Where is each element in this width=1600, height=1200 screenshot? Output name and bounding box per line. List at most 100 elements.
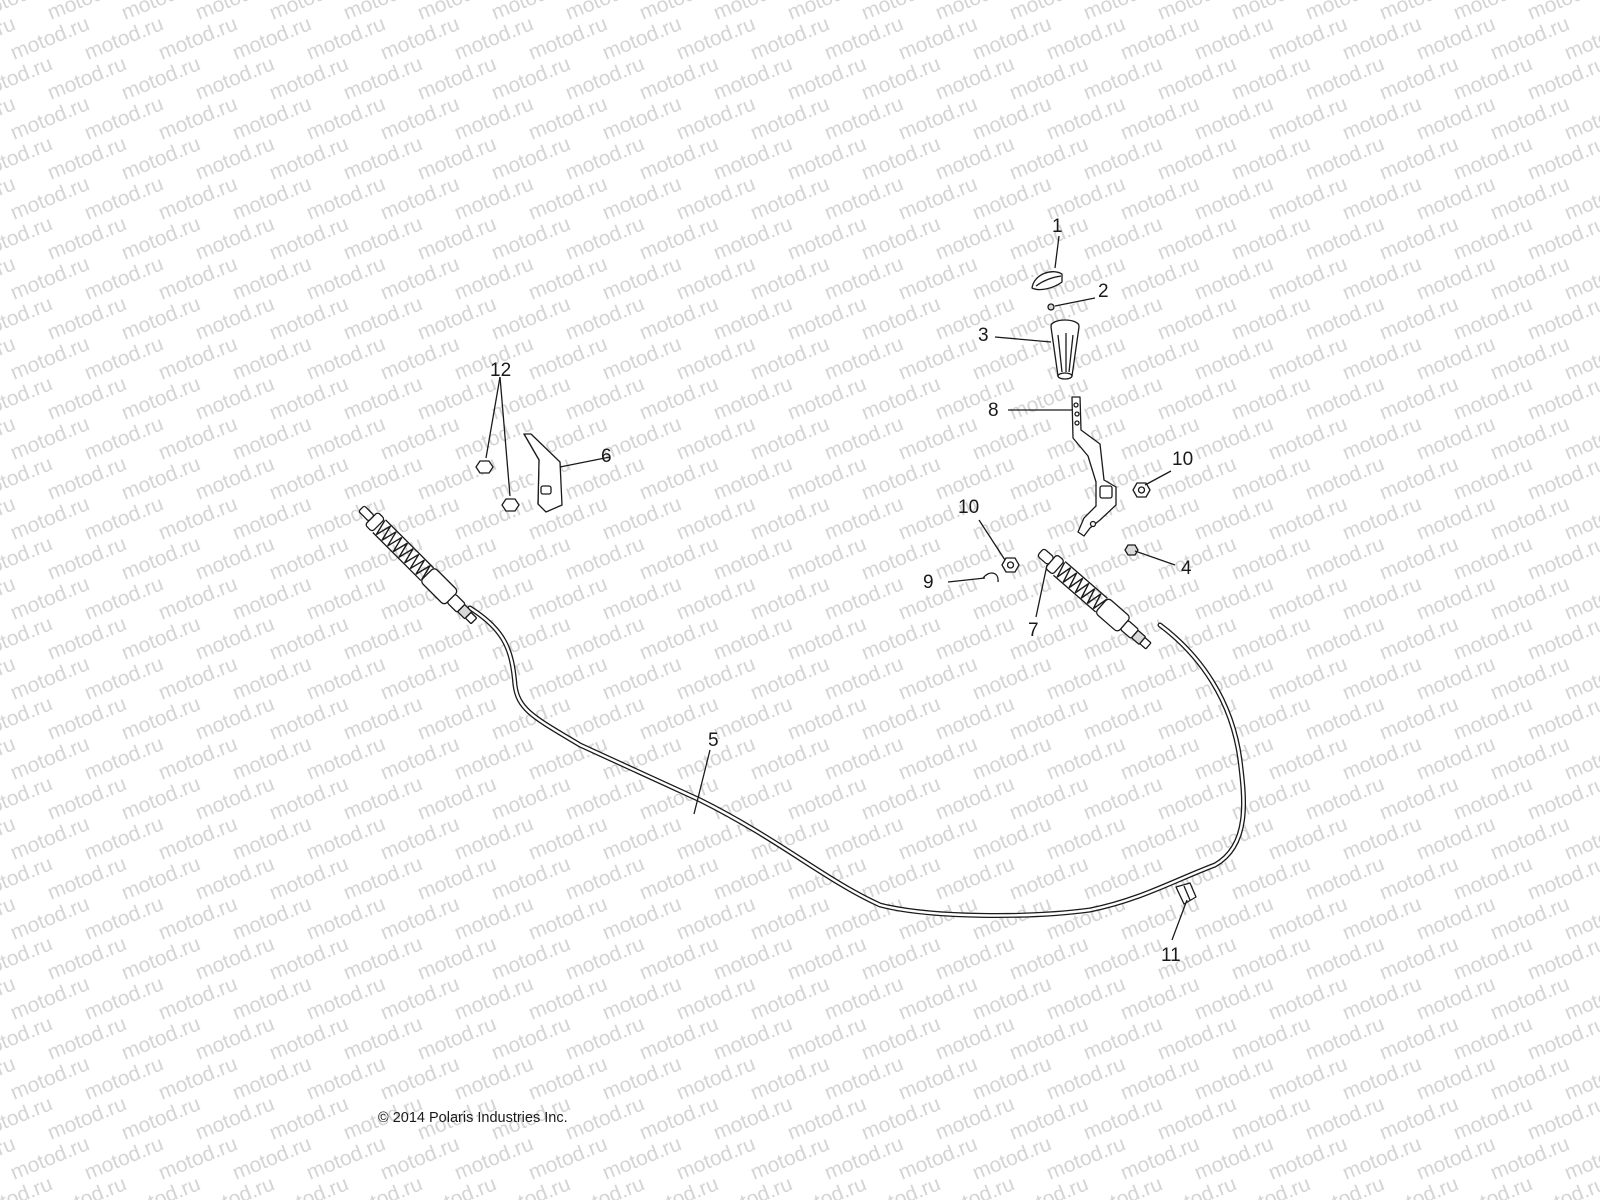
watermark-text: motod.ru bbox=[1487, 572, 1572, 624]
watermark-text: motod.ru bbox=[1413, 812, 1498, 864]
watermark-text: motod.ru bbox=[1265, 12, 1350, 64]
watermark-text: motod.ru bbox=[673, 92, 758, 144]
watermark-text: motod.ru bbox=[451, 252, 536, 304]
watermark-text: motod.ru bbox=[784, 1012, 869, 1064]
knob-cap[interactable] bbox=[1031, 271, 1063, 291]
watermark-text: motod.ru bbox=[1006, 52, 1091, 104]
watermark-text: motod.ru bbox=[784, 772, 869, 824]
watermark-text: motod.ru bbox=[414, 212, 499, 264]
watermark-text: motod.ru bbox=[1339, 92, 1424, 144]
cable-cap[interactable] bbox=[1175, 882, 1197, 905]
watermark-text: motod.ru bbox=[81, 892, 166, 944]
cable-bracket[interactable] bbox=[523, 433, 563, 513]
watermark-text: motod.ru bbox=[1376, 452, 1461, 504]
watermark-text: motod.ru bbox=[1265, 732, 1350, 784]
nut-upper[interactable] bbox=[1132, 482, 1151, 498]
watermark-text: motod.ru bbox=[636, 52, 721, 104]
watermark-text: motod.ru bbox=[1043, 812, 1128, 864]
watermark-text: motod.ru bbox=[1487, 332, 1572, 384]
watermark-text: motod.ru bbox=[1265, 172, 1350, 224]
watermark-text: motod.ru bbox=[858, 1012, 943, 1064]
watermark-text: motod.ru bbox=[266, 372, 351, 424]
watermark-text: motod.ru bbox=[229, 252, 314, 304]
watermark-text: motod.ru bbox=[673, 812, 758, 864]
watermark-text: motod.ru bbox=[1302, 1012, 1387, 1064]
watermark-text: motod.ru bbox=[1080, 532, 1165, 584]
watermark-text: motod.ru bbox=[303, 1052, 388, 1104]
watermark-text: motod.ru bbox=[747, 1132, 832, 1184]
watermark-text: motod.ru bbox=[599, 812, 684, 864]
watermark-text: motod.ru bbox=[44, 132, 129, 184]
watermark-text: motod.ru bbox=[414, 932, 499, 984]
watermark-text: motod.ru bbox=[599, 652, 684, 704]
watermark-text: motod.ru bbox=[1265, 332, 1350, 384]
watermark-text: motod.ru bbox=[562, 132, 647, 184]
watermark-text: motod.ru bbox=[1154, 52, 1239, 104]
watermark-text: motod.ru bbox=[932, 292, 1017, 344]
watermark-text: motod.ru bbox=[969, 12, 1054, 64]
watermark-text: motod.ru bbox=[1228, 692, 1313, 744]
watermark-text: motod.ru bbox=[1376, 532, 1461, 584]
watermark-text: motod.ru bbox=[44, 692, 129, 744]
watermark-text: motod.ru bbox=[1043, 12, 1128, 64]
watermark-text: motod.ru bbox=[7, 252, 92, 304]
watermark-text: motod.ru bbox=[1154, 372, 1239, 424]
watermark-text: motod.ru bbox=[710, 532, 795, 584]
watermark-text: motod.ru bbox=[81, 492, 166, 544]
callout-6: 6 bbox=[601, 446, 612, 467]
watermark-text: motod.ru bbox=[747, 172, 832, 224]
watermark-text: motod.ru bbox=[1339, 732, 1424, 784]
shift-cable[interactable] bbox=[467, 605, 1247, 918]
watermark-text: motod.ru bbox=[451, 972, 536, 1024]
watermark-text: motod.ru bbox=[562, 772, 647, 824]
lock-nut[interactable] bbox=[1124, 544, 1139, 556]
watermark-text: motod.ru bbox=[673, 332, 758, 384]
nut-lower[interactable] bbox=[1001, 557, 1020, 573]
watermark-text: motod.ru bbox=[488, 212, 573, 264]
retaining-clip[interactable] bbox=[982, 572, 999, 583]
watermark-text: motod.ru bbox=[377, 12, 462, 64]
watermark-text: motod.ru bbox=[858, 852, 943, 904]
watermark-text: motod.ru bbox=[969, 492, 1054, 544]
watermark-text: motod.ru bbox=[599, 412, 684, 464]
watermark-text: motod.ru bbox=[81, 412, 166, 464]
watermark-text: motod.ru bbox=[340, 212, 425, 264]
watermark-text: motod.ru bbox=[81, 572, 166, 624]
watermark-text: motod.ru bbox=[747, 972, 832, 1024]
watermark-text: motod.ru bbox=[673, 652, 758, 704]
watermark-text: motod.ru bbox=[7, 1052, 92, 1104]
watermark-text: motod.ru bbox=[1117, 1132, 1202, 1184]
cable-end-left bbox=[358, 505, 477, 624]
watermark-text: motod.ru bbox=[562, 852, 647, 904]
watermark-text: motod.ru bbox=[229, 652, 314, 704]
watermark-text: motod.ru bbox=[562, 372, 647, 424]
watermark-text: motod.ru bbox=[229, 732, 314, 784]
watermark-text: motod.ru bbox=[858, 212, 943, 264]
watermark-text: motod.ru bbox=[895, 172, 980, 224]
watermark-text: motod.ru bbox=[969, 412, 1054, 464]
watermark-text: motod.ru bbox=[1191, 1132, 1276, 1184]
watermark-text: motod.ru bbox=[969, 1132, 1054, 1184]
bolt-lower[interactable] bbox=[501, 498, 520, 512]
watermark-text: motod.ru bbox=[1154, 212, 1239, 264]
watermark-text: motod.ru bbox=[1487, 492, 1572, 544]
watermark-text: motod.ru bbox=[44, 1092, 129, 1144]
watermark-text: motod.ru bbox=[1191, 332, 1276, 384]
watermark-text: motod.ru bbox=[229, 92, 314, 144]
watermark-text: motod.ru bbox=[488, 852, 573, 904]
watermark-text: motod.ru bbox=[7, 812, 92, 864]
watermark-text: motod.ru bbox=[969, 812, 1054, 864]
shift-lever[interactable] bbox=[1071, 396, 1117, 537]
watermark-text: motod.ru bbox=[1302, 452, 1387, 504]
watermark-text: motod.ru bbox=[673, 1052, 758, 1104]
set-screw[interactable] bbox=[1047, 303, 1055, 311]
watermark-text: motod.ru bbox=[1487, 652, 1572, 704]
bolt-upper[interactable] bbox=[475, 460, 494, 474]
watermark-text: motod.ru bbox=[858, 1092, 943, 1144]
watermark-text: motod.ru bbox=[229, 972, 314, 1024]
watermark-text: motod.ru bbox=[562, 692, 647, 744]
shift-knob[interactable] bbox=[1050, 319, 1080, 380]
watermark-text: motod.ru bbox=[821, 1052, 906, 1104]
watermark-text: motod.ru bbox=[7, 12, 92, 64]
watermark-text: motod.ru bbox=[1117, 252, 1202, 304]
